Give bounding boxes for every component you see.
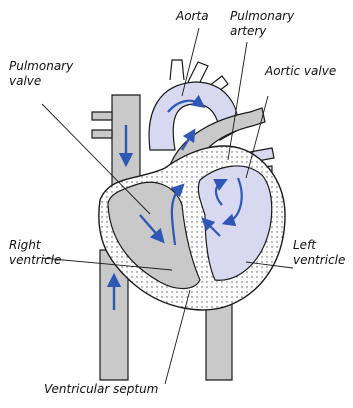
label-aorta: Aorta <box>176 9 209 23</box>
label-pulmonary-artery-line1: Pulmonary <box>230 9 294 23</box>
label-right-ventricle-line1: Right <box>9 238 41 252</box>
label-aortic-valve: Aortic valve <box>265 64 336 78</box>
label-ventricular-septum: Ventricular septum <box>44 382 158 396</box>
label-pulmonary-artery-line2: artery <box>230 24 266 38</box>
descending-aorta <box>206 300 232 380</box>
label-left-ventricle-line1: Left <box>293 238 316 252</box>
label-pulmonary-valve-line1: Pulmonary <box>9 59 73 73</box>
label-pulmonary-valve-line2: valve <box>9 74 41 88</box>
label-left-ventricle-line2: ventricle <box>293 253 345 267</box>
right-pulmonary-veins <box>92 112 112 138</box>
label-right-ventricle-line2: ventricle <box>9 253 61 267</box>
